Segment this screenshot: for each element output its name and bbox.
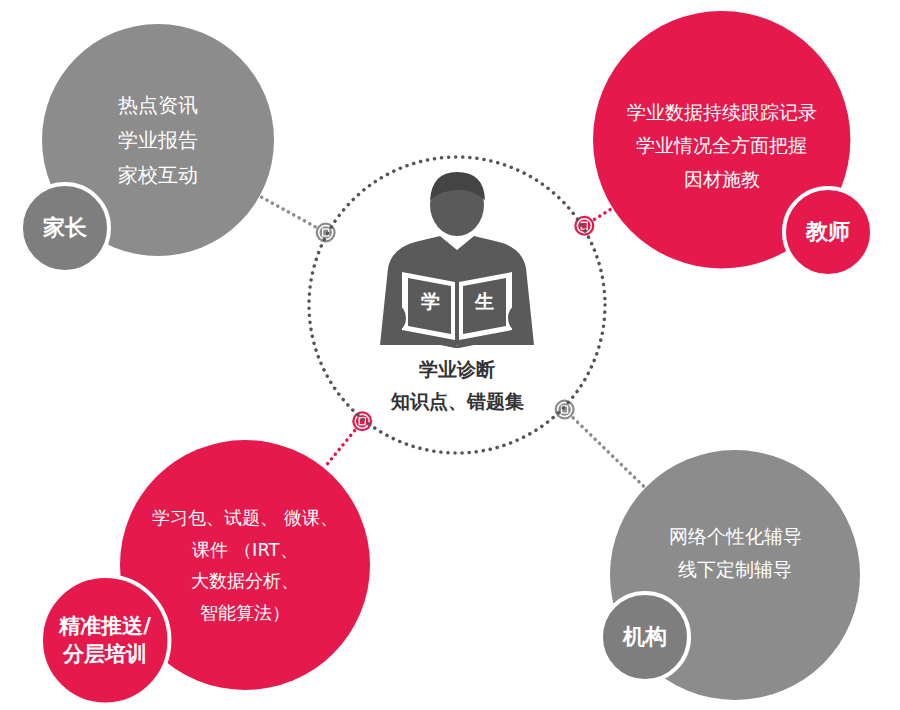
book-label: 学 [417,288,443,314]
dotted-connector [325,411,372,466]
role-badge: 家长 [19,182,111,274]
book-label: 生 [471,288,497,314]
circle-text: 学业数据持续跟踪记录 学业情况全方面把握 因材施教 [611,96,833,196]
circle-text: 知识点、错题集 [391,386,524,417]
role-badge: 教师 [782,186,874,278]
circle-text: 网络个性化辅导 线下定制辅导 [645,520,825,587]
badge-label: 家长 [43,209,87,248]
circle-text: 学业诊断 [419,354,495,385]
junction-icon [352,411,372,431]
circle-text: 学习包、试题、 微课、课件 （IRT、大数据分析、 智能算法） [147,502,343,628]
junction-icon [555,400,575,420]
dotted-connector [555,400,644,487]
badge-label: 教师 [806,213,850,252]
dotted-connector [261,197,335,243]
circle-text: 热点资讯 学业报告 家校互动 [103,88,213,193]
dotted-connector [574,209,611,236]
role-badge: 精准推送/ 分层培训 [39,574,171,706]
badge-label: 精准推送/ 分层培训 [53,612,157,669]
role-badge: 机构 [599,591,691,683]
badge-label: 机构 [623,618,667,657]
student-circle: 学业诊断知识点、错题集 [307,155,607,455]
circle-outline [39,574,171,706]
